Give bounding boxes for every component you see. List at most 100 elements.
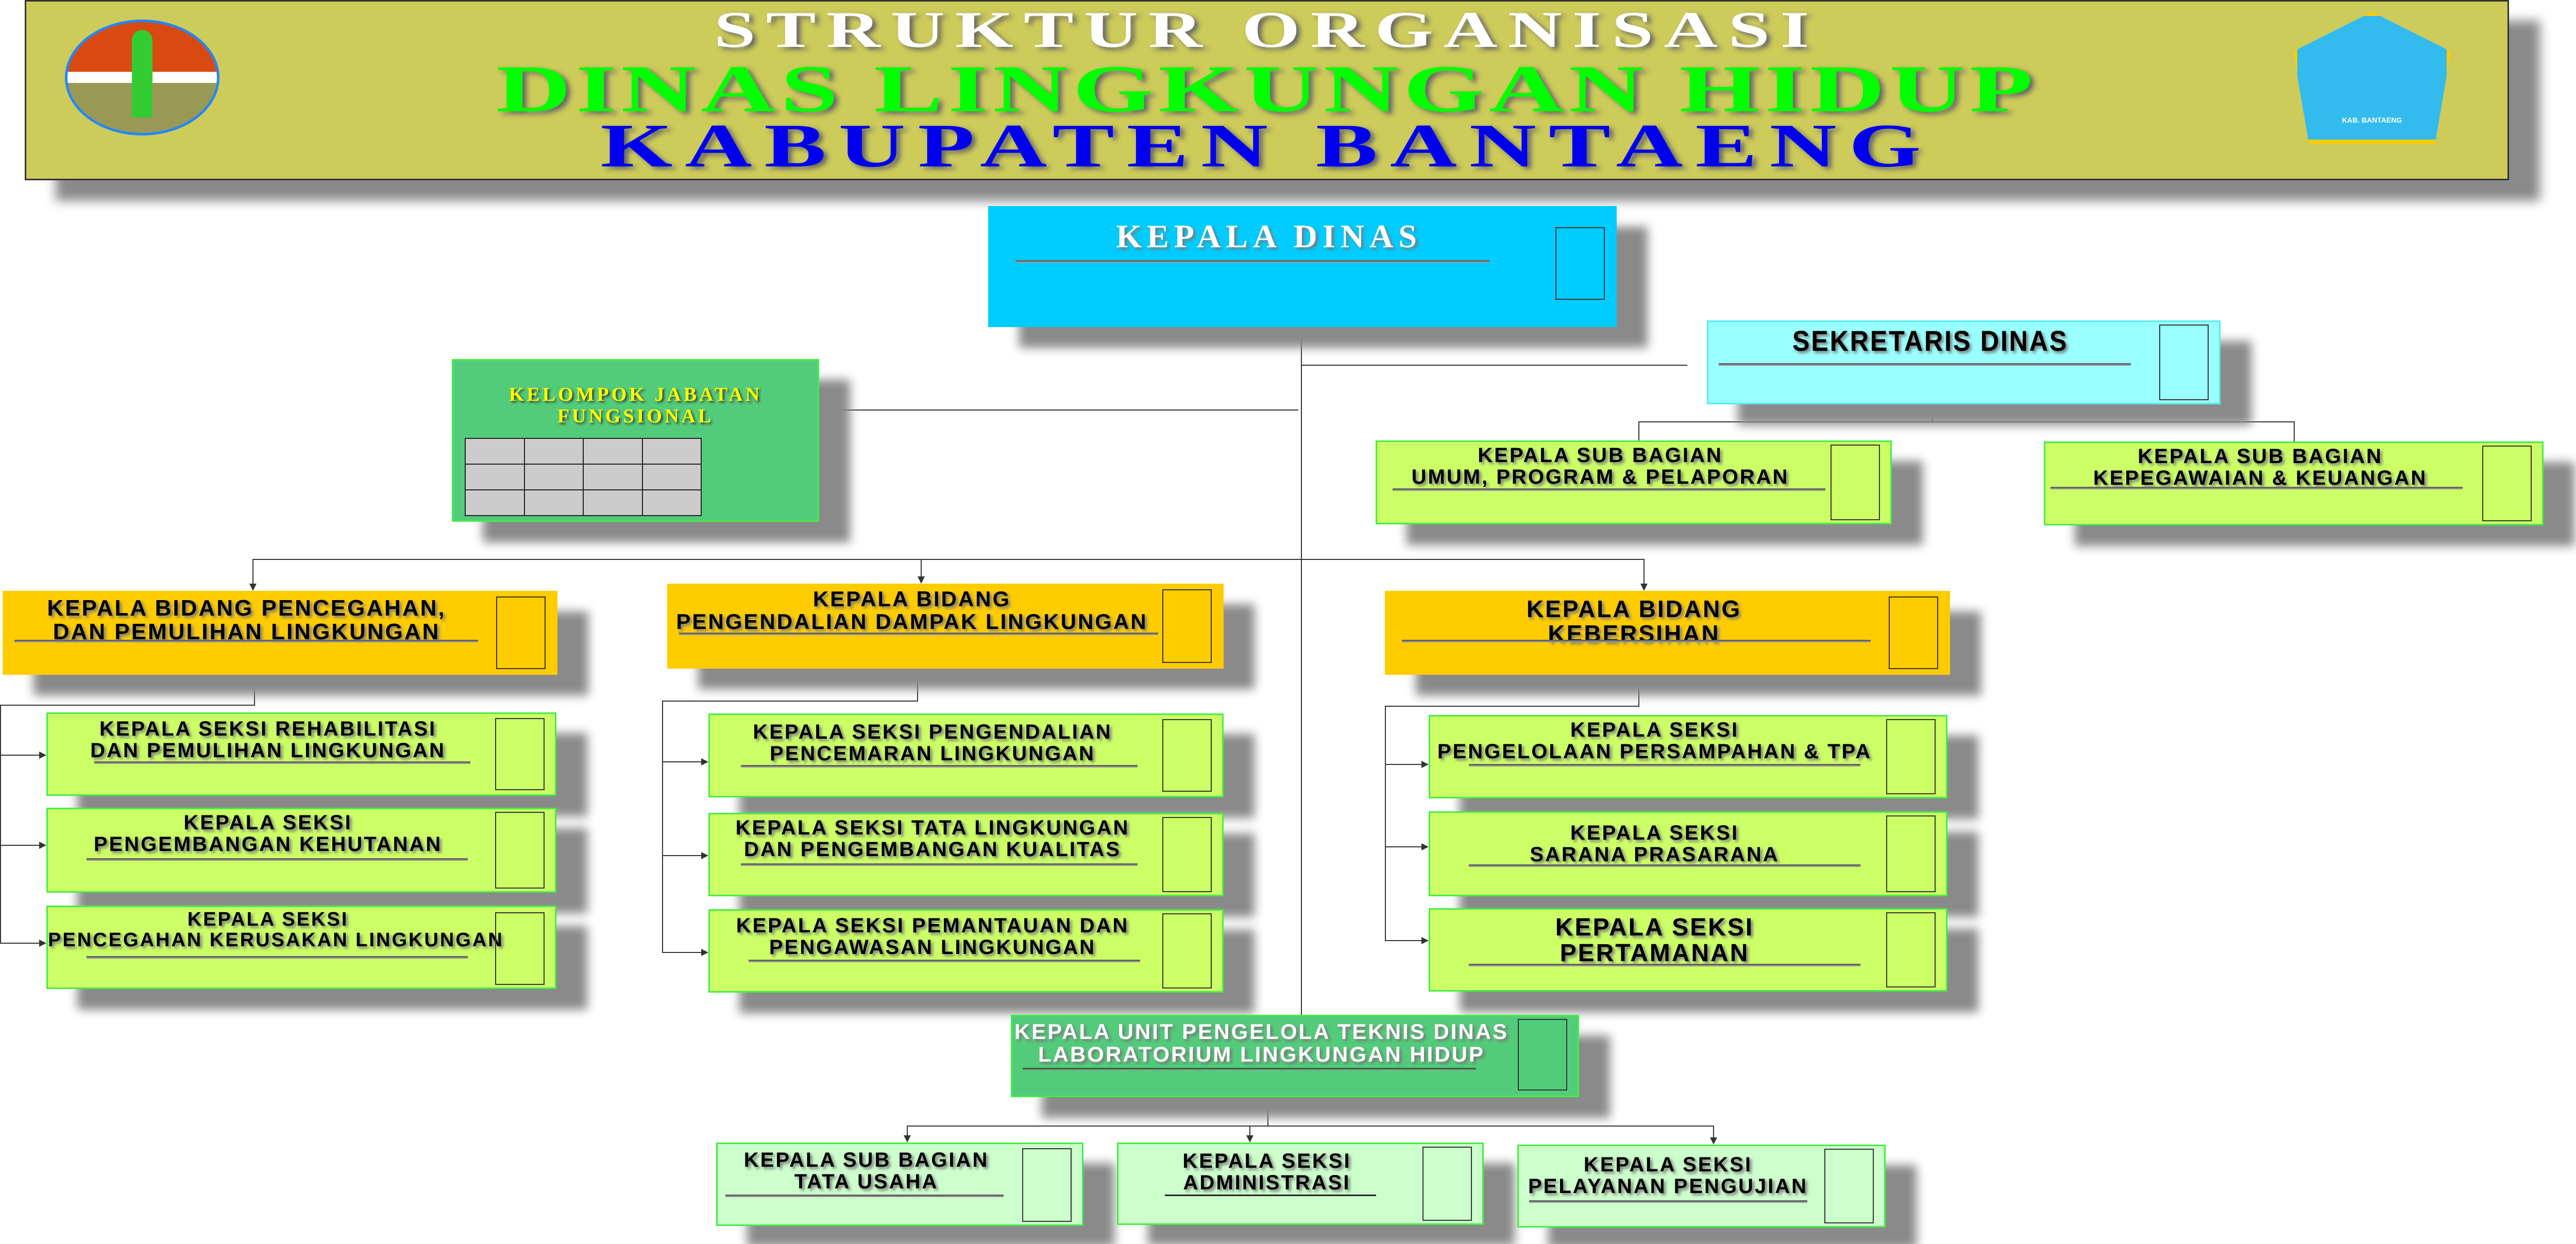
box-title-line2: KEPEGAWAIAN & KEUANGAN bbox=[2093, 467, 2428, 489]
box-title-line2: PENGEMBANGAN KEHUTANAN bbox=[93, 833, 443, 856]
jabatan-fungsional-title: KELOMPOK JABATAN bbox=[509, 384, 762, 405]
photo-placeholder bbox=[1162, 913, 1212, 989]
photo-placeholder bbox=[1162, 719, 1212, 792]
arrow-icon bbox=[701, 758, 708, 765]
arrow-icon bbox=[39, 752, 46, 759]
name-line bbox=[1023, 1068, 1476, 1070]
connector bbox=[0, 943, 39, 944]
connector bbox=[0, 755, 39, 756]
bidang-pencegahan-box: KEPALA BIDANG PENCEGAHAN,DAN PEMULIHAN L… bbox=[3, 591, 557, 675]
name-line bbox=[87, 858, 468, 861]
box-title-line1: KEPALA SEKSI PEMANTAUAN DAN bbox=[736, 914, 1129, 937]
photo-placeholder bbox=[495, 912, 545, 985]
box-title-line1: KEPALA BIDANG bbox=[1526, 595, 1742, 622]
name-line bbox=[741, 765, 1138, 768]
sekretaris-title: SEKRETARIS DINAS bbox=[1792, 325, 2069, 357]
photo-placeholder bbox=[495, 718, 545, 790]
connector bbox=[1643, 559, 1645, 585]
ministry-logo bbox=[65, 20, 219, 135]
photo-placeholder bbox=[1518, 1019, 1567, 1090]
connector bbox=[1385, 706, 1639, 707]
name-line bbox=[1402, 640, 1871, 642]
arrow-icon bbox=[1246, 1135, 1253, 1143]
box-title-line2: PENCEMARAN LINGKUNGAN bbox=[770, 742, 1095, 765]
name-line bbox=[1165, 1195, 1376, 1196]
connector bbox=[254, 675, 255, 705]
photo-placeholder bbox=[1886, 719, 1936, 794]
box-title-line2: ADMINISTRASI bbox=[1183, 1171, 1351, 1194]
arrow-icon bbox=[701, 852, 708, 859]
photo-placeholder bbox=[1824, 1149, 1874, 1223]
name-line bbox=[1469, 964, 1860, 966]
fungsional-table bbox=[465, 438, 702, 516]
name-line bbox=[725, 1195, 1004, 1197]
connector bbox=[252, 559, 253, 585]
sekretaris-box: SEKRETARIS DINAS bbox=[1707, 320, 2221, 404]
connector bbox=[907, 1126, 908, 1136]
box-title-line2: DAN PEMULIHAN LINGKUNGAN bbox=[90, 739, 446, 762]
connector bbox=[1301, 365, 1687, 366]
connector bbox=[1267, 1097, 1268, 1126]
box-title-line1: KEPALA SEKSI PENGENDALIAN bbox=[753, 721, 1112, 743]
photo-placeholder bbox=[2159, 325, 2209, 400]
connector bbox=[1713, 1126, 1714, 1138]
connector bbox=[917, 669, 918, 701]
box-title-line1: KEPALA SEKSI bbox=[1570, 822, 1739, 844]
name-line bbox=[87, 956, 468, 959]
connector bbox=[662, 952, 701, 953]
arrow-icon bbox=[1421, 843, 1429, 850]
jabatan-fungsional-subtitle: FUNGSIONAL bbox=[557, 405, 714, 427]
header-banner: STRUKTUR ORGANISASI DINAS LINGKUNGAN HID… bbox=[25, 0, 2509, 180]
box-title-line1: KEPALA SEKSI bbox=[187, 909, 349, 930]
arrow-icon bbox=[1640, 584, 1648, 591]
connector bbox=[907, 1126, 1714, 1127]
connector bbox=[1385, 764, 1421, 765]
photo-placeholder bbox=[1022, 1148, 1072, 1222]
connector bbox=[921, 559, 922, 577]
box-title-line2: PENCEGAHAN KERUSAKAN LINGKUNGAN bbox=[48, 929, 504, 951]
box-title-line2: TATA USAHA bbox=[794, 1170, 939, 1193]
connector bbox=[1385, 846, 1421, 847]
connector bbox=[662, 761, 701, 762]
connector bbox=[1385, 940, 1421, 941]
connector bbox=[0, 705, 1, 943]
arrow-icon bbox=[249, 584, 257, 591]
box-title-line1: KEPALA BIDANG bbox=[812, 587, 1011, 611]
connector bbox=[1249, 1126, 1250, 1136]
connector bbox=[1301, 327, 1302, 1015]
name-line bbox=[1719, 363, 2131, 366]
arrow-icon bbox=[1421, 937, 1429, 944]
photo-placeholder bbox=[1831, 445, 1880, 520]
box-title-line2: UMUM, PROGRAM & PELAPORAN bbox=[1411, 466, 1789, 488]
arrow-icon bbox=[1421, 761, 1429, 768]
box-title-line1: KEPALA SEKSI bbox=[1182, 1150, 1351, 1172]
photo-placeholder bbox=[1889, 597, 1938, 669]
connector bbox=[2294, 421, 2295, 441]
box-title-line1: KEPALA SEKSI TATA LINGKUNGAN bbox=[735, 816, 1130, 839]
connector bbox=[1638, 675, 1639, 706]
box-title-line2: KEBERSIHAN bbox=[1548, 620, 1720, 647]
box-title-line1: KEPALA SEKSI bbox=[1583, 1153, 1753, 1176]
name-line bbox=[1015, 260, 1489, 263]
name-line bbox=[94, 761, 470, 764]
name-line bbox=[1393, 488, 1825, 491]
photo-placeholder bbox=[2482, 446, 2532, 521]
box-title-line2: SARANA PRASARANA bbox=[1530, 843, 1780, 866]
box-title-line1: KEPALA SUB BAGIAN bbox=[743, 1149, 989, 1171]
arrow-icon bbox=[918, 576, 925, 584]
name-line bbox=[741, 863, 1138, 866]
connector bbox=[819, 410, 1298, 411]
